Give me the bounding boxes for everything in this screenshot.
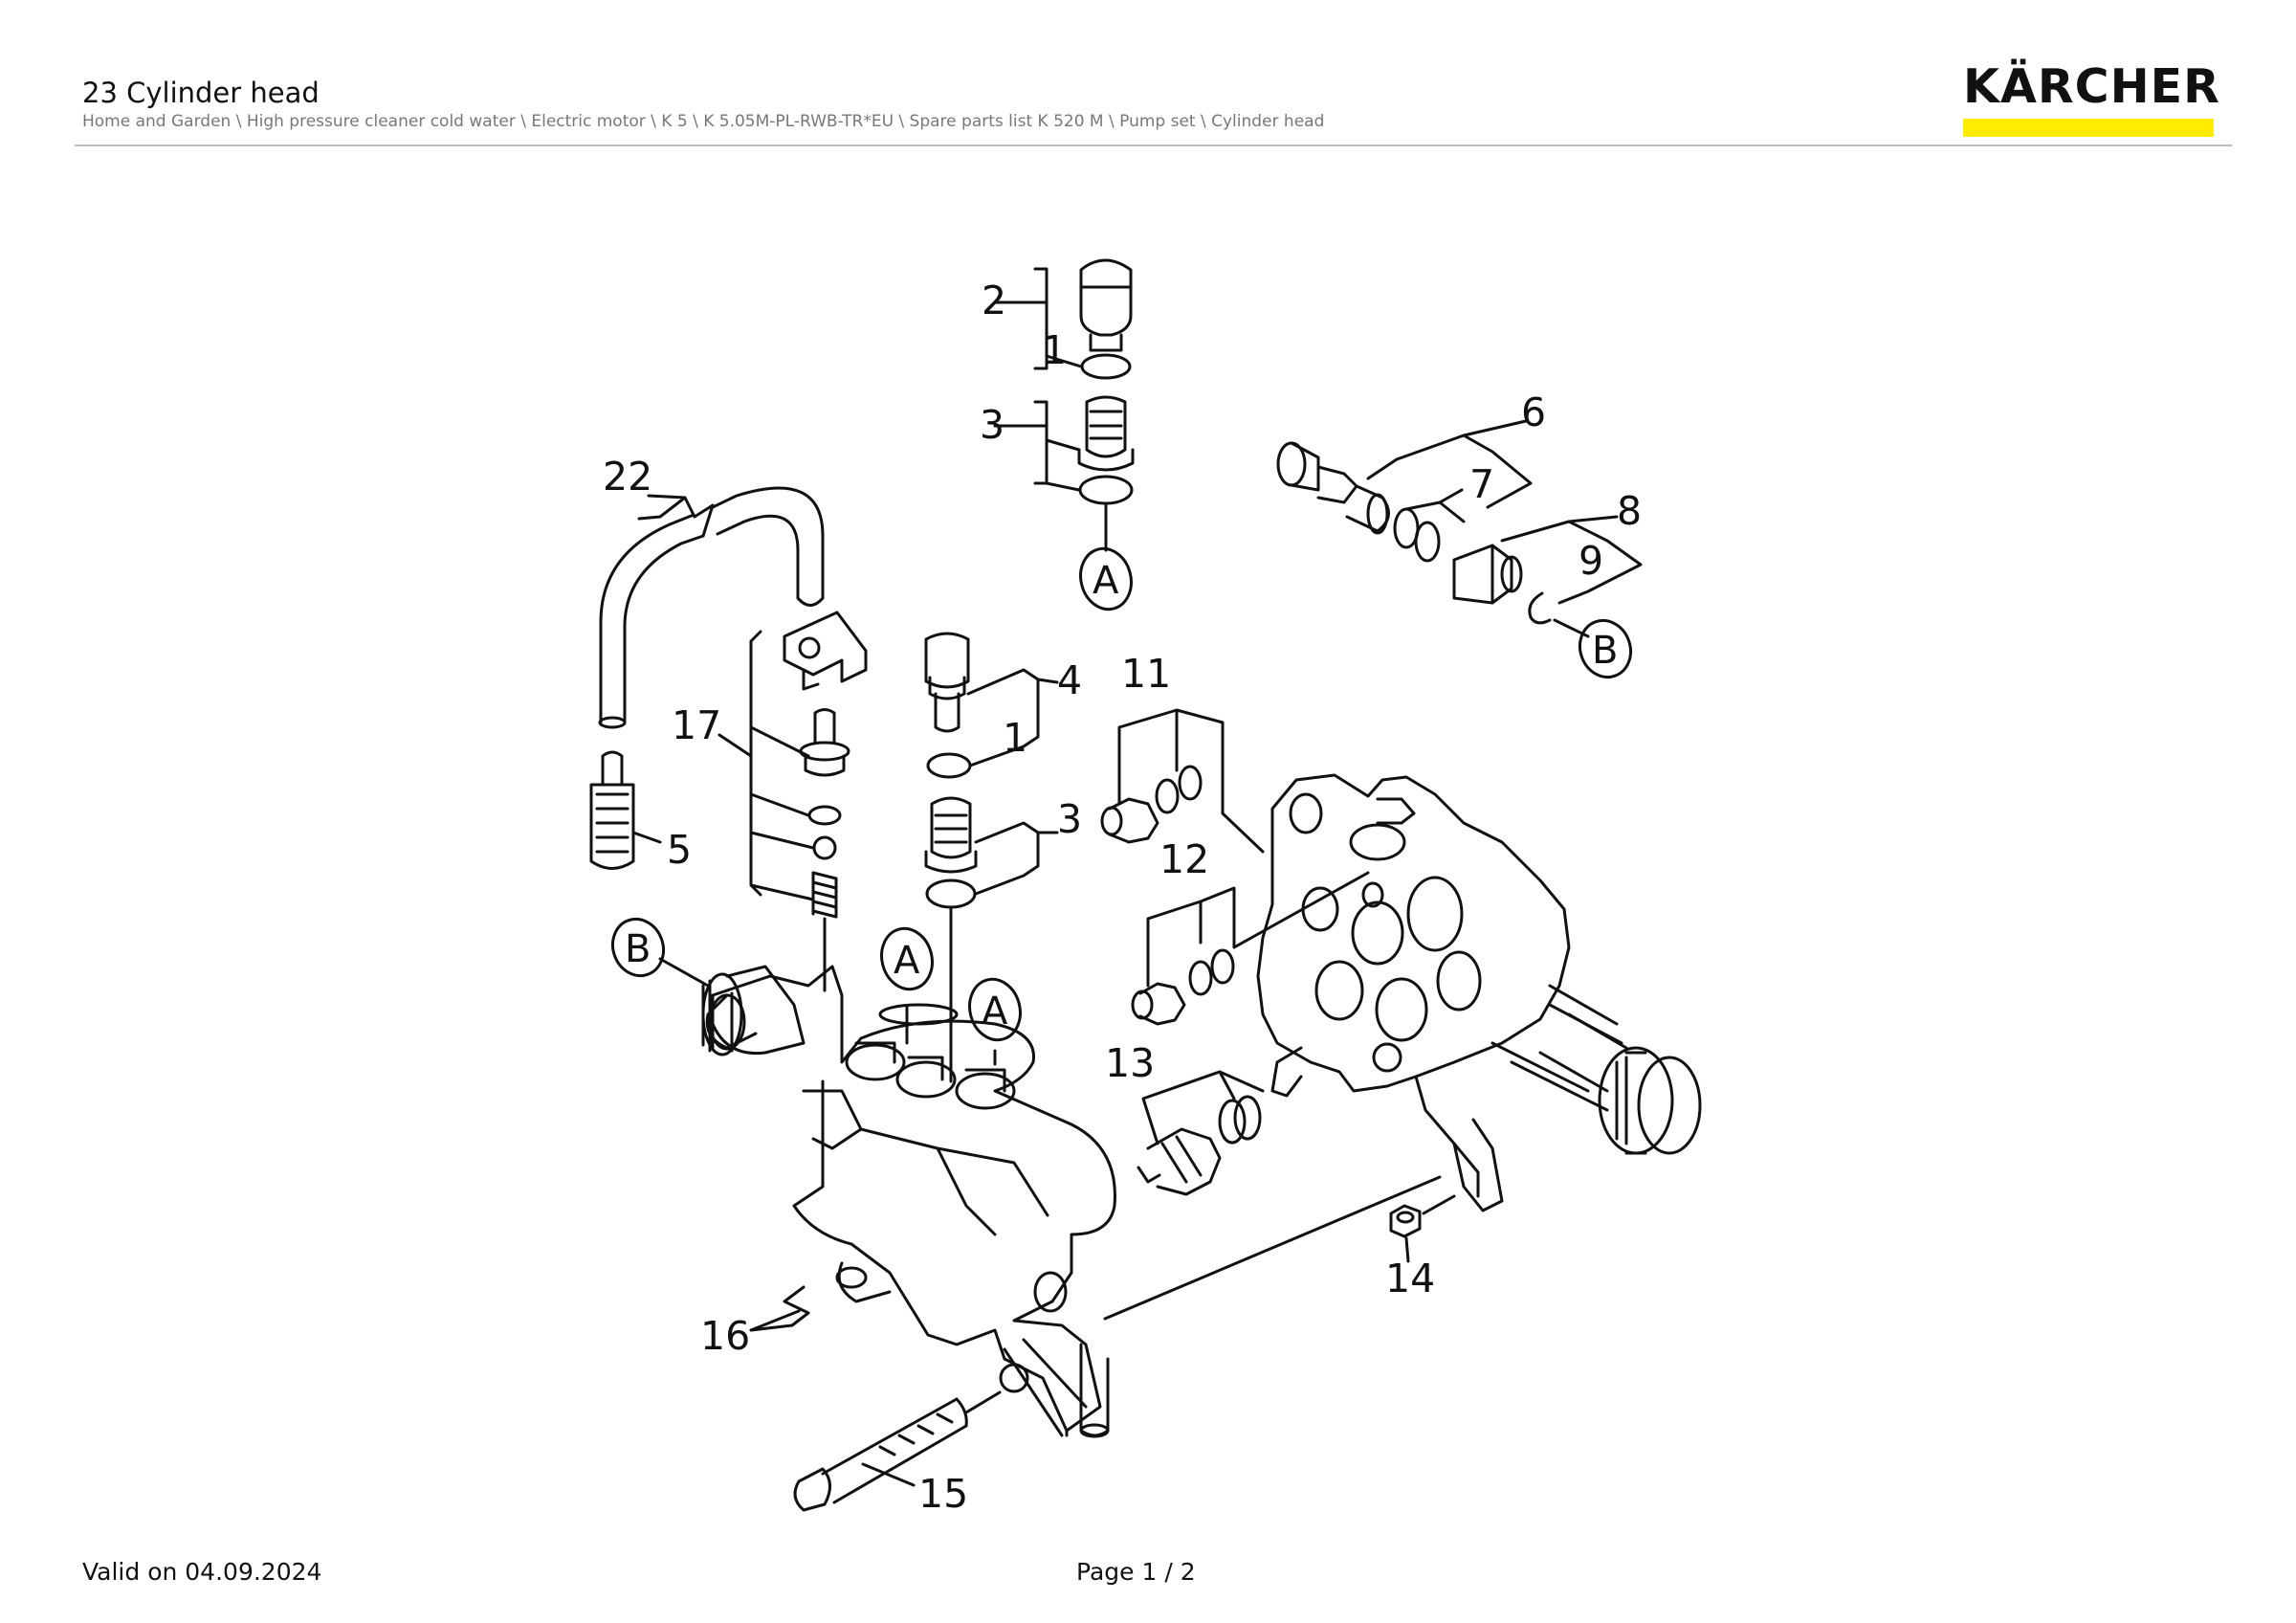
header-divider <box>75 145 2232 146</box>
brand-logo: KÄRCHER <box>1963 59 2220 137</box>
part-label-17: 17 <box>672 702 721 748</box>
callout-bracket-13 <box>1141 1070 1265 1145</box>
part-label-16: 16 <box>700 1313 750 1359</box>
part-bolt-15 <box>793 1397 968 1512</box>
breadcrumb: Home and Garden \ High pressure cleaner … <box>82 112 1325 131</box>
part-label-2: 2 <box>982 278 1006 323</box>
part-oring-7b <box>1414 521 1441 563</box>
part-cylinder-head-outlet <box>1510 1003 1702 1155</box>
part-label-4: 4 <box>1057 657 1082 703</box>
part-label-22: 22 <box>603 454 652 500</box>
part-plug-mid <box>924 632 970 733</box>
part-label-1-top: 1 <box>1042 327 1067 373</box>
callout-bracket-2 <box>993 267 1083 370</box>
part-spring-17 <box>811 871 838 919</box>
part-valve-mid <box>924 796 978 874</box>
callout-bracket-22 <box>637 494 715 538</box>
ref-marker-A-left: A <box>880 926 934 991</box>
part-label-9: 9 <box>1578 538 1603 584</box>
ref-marker-A-top-text: A <box>1093 559 1119 603</box>
part-oring-17 <box>807 805 842 826</box>
part-plug-top <box>1079 258 1133 352</box>
part-oring-12b <box>1210 948 1235 985</box>
part-oring-7a <box>1393 507 1420 549</box>
leader-5 <box>631 831 662 844</box>
leader-14 <box>1404 1194 1456 1263</box>
ref-marker-B-right: B <box>1578 618 1632 679</box>
part-check-valve <box>799 708 850 777</box>
callout-bracket-3-top <box>993 400 1081 492</box>
part-label-14: 14 <box>1385 1256 1435 1301</box>
part-label-13: 13 <box>1105 1040 1155 1086</box>
part-oring-11a <box>1155 778 1180 814</box>
part-valve-bracket <box>783 611 868 691</box>
part-oring-11b <box>1178 765 1203 801</box>
callout-bracket-17 <box>718 630 815 901</box>
part-label-5: 5 <box>667 827 692 873</box>
part-valve-13 <box>1137 1127 1222 1196</box>
part-oring-mid <box>926 752 972 779</box>
part-label-15: 15 <box>918 1471 968 1517</box>
valid-date: Valid on 04.09.2024 <box>82 1558 322 1586</box>
part-label-12: 12 <box>1159 836 1209 882</box>
part-nut-8 <box>1452 544 1523 605</box>
ref-marker-B-left-text: B <box>625 927 651 971</box>
part-oring-13a <box>1218 1099 1247 1145</box>
part-label-1-mid: 1 <box>1003 715 1027 761</box>
callout-bracket-7 <box>1404 488 1466 523</box>
brand-logo-text: KÄRCHER <box>1963 59 2220 114</box>
ref-marker-B-right-text: B <box>1592 629 1618 673</box>
part-clip-9 <box>1528 591 1552 625</box>
part-label-6: 6 <box>1521 389 1546 435</box>
part-oring-top-2 <box>1078 475 1134 505</box>
alignment-line <box>1103 1175 1442 1321</box>
part-filter <box>589 750 635 870</box>
part-cylinder-head <box>1256 773 1628 1212</box>
part-piston-11 <box>1100 797 1159 844</box>
part-label-7: 7 <box>1469 461 1494 507</box>
part-piston-12 <box>1131 982 1186 1026</box>
part-label-11: 11 <box>1121 651 1171 697</box>
part-label-8: 8 <box>1617 488 1642 534</box>
part-oring-mid-2 <box>925 878 977 909</box>
ref-marker-A-right-text: A <box>982 989 1008 1034</box>
part-oring-12a <box>1188 960 1213 996</box>
part-cylinder-body-inlet <box>701 965 806 1056</box>
part-connector-6 <box>1276 441 1390 535</box>
callout-bracket-6 <box>1366 419 1533 509</box>
part-cylinder-body <box>705 965 1116 1438</box>
part-label-3-top: 3 <box>980 402 1004 448</box>
ref-marker-A-right: A <box>968 977 1022 1042</box>
part-nut-14 <box>1389 1204 1422 1238</box>
callout-bracket-4 <box>966 668 1059 767</box>
brand-logo-bar <box>1963 119 2214 137</box>
ref-marker-A-left-text: A <box>894 939 920 983</box>
callout-bracket-8 <box>1500 515 1643 605</box>
callout-bracket-16 <box>749 1285 810 1332</box>
callout-bracket-12 <box>1146 871 1370 988</box>
ref-marker-A-top: A <box>1079 546 1133 611</box>
leader-15 <box>861 1390 1002 1487</box>
leader-B-left <box>658 957 710 988</box>
part-valve-top <box>1077 395 1135 472</box>
ref-marker-B-left: B <box>611 917 665 978</box>
page-number: Page 1 / 2 <box>1076 1558 1196 1586</box>
page-title: 23 Cylinder head <box>82 77 320 109</box>
part-label-3-mid: 3 <box>1057 796 1082 842</box>
leader-16 <box>749 1309 801 1332</box>
part-oring-13b <box>1233 1095 1262 1141</box>
part-oring-top <box>1080 353 1132 380</box>
part-hose <box>598 486 825 729</box>
part-ball-17 <box>812 835 837 860</box>
callout-bracket-11 <box>1117 708 1265 854</box>
callout-bracket-3-mid <box>974 821 1059 896</box>
